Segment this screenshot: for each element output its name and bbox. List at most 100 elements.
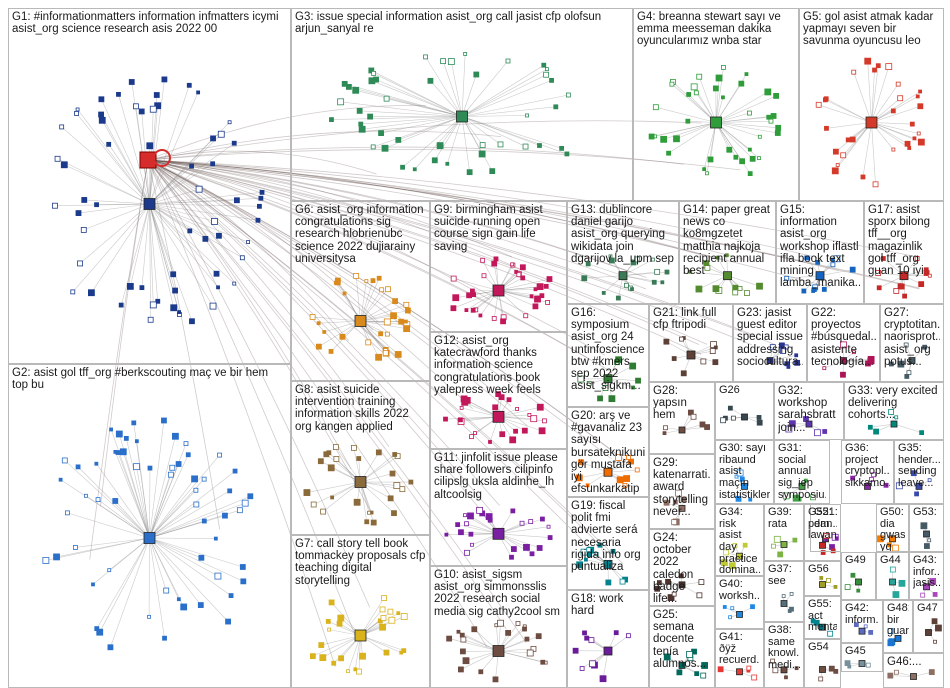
- graph-node: [852, 350, 856, 355]
- group-panel-g41: G41: ðÿž recuerd...: [715, 629, 764, 688]
- group-edge: [360, 278, 380, 322]
- graph-node: [823, 96, 829, 102]
- graph-node: [499, 431, 506, 438]
- graph-node: [584, 557, 588, 562]
- graph-node: [259, 189, 265, 195]
- group-edge: [890, 675, 914, 677]
- graph-node: [539, 293, 545, 299]
- group-panel-g15: G15: information asist_org workshop ifla…: [776, 201, 864, 304]
- graph-node: [309, 653, 316, 660]
- graph-node: [423, 54, 428, 60]
- group-edge: [715, 95, 777, 123]
- group-panel-g32: G32: workshop sarahsbratt join...: [774, 382, 844, 440]
- group-edge: [360, 635, 402, 653]
- graph-node: [383, 318, 391, 326]
- graph-node: [382, 350, 389, 357]
- graph-node: [333, 280, 338, 285]
- group-edge: [710, 122, 717, 160]
- graph-node: [615, 356, 623, 364]
- graph-node: [703, 260, 710, 267]
- group-edge: [769, 360, 798, 364]
- group-label: G18: work hard: [571, 593, 624, 618]
- graph-node: [786, 365, 791, 369]
- graph-node: [540, 659, 546, 665]
- graph-node: [527, 413, 532, 417]
- graph-node: [497, 141, 504, 148]
- hub-node: [889, 578, 896, 586]
- group-label: G12: asist_org katecrawford thanks infor…: [434, 335, 541, 396]
- group-nodes-g26: [720, 405, 763, 426]
- group-edge: [312, 635, 361, 657]
- graph-node: [522, 626, 527, 632]
- graph-node: [828, 665, 835, 672]
- graph-node: [479, 142, 486, 149]
- graph-node: [427, 77, 434, 84]
- graph-node: [378, 331, 384, 337]
- graph-node: [381, 144, 389, 152]
- graph-node: [650, 257, 655, 262]
- group-panel-g25: G25: semana docente tenía alumnos...: [649, 606, 715, 688]
- group-panel-g26: G26: [715, 382, 774, 440]
- group-edge: [373, 73, 463, 117]
- graph-node: [528, 519, 534, 524]
- hub-node: [923, 530, 930, 538]
- hub-node: [819, 666, 826, 673]
- group-edge: [871, 70, 875, 123]
- graph-node: [773, 93, 780, 99]
- graph-node: [893, 288, 900, 294]
- graph-node: [232, 468, 238, 474]
- graph-node: [713, 345, 718, 350]
- graph-node: [338, 655, 345, 662]
- group-nodes-g25: [663, 648, 709, 679]
- graph-node: [724, 253, 729, 258]
- graph-node: [356, 456, 362, 461]
- group-edge: [360, 320, 402, 322]
- inter-group-edge: [147, 130, 502, 161]
- group-nodes-g20: [575, 454, 640, 488]
- graph-node: [492, 404, 499, 411]
- graph-node: [359, 652, 366, 660]
- group-edge: [862, 122, 872, 178]
- graph-node: [394, 351, 402, 358]
- group-edge: [312, 316, 361, 322]
- graph-node: [822, 366, 827, 371]
- graph-node: [149, 105, 157, 113]
- graph-node: [154, 102, 162, 110]
- graph-node: [53, 553, 60, 561]
- graph-node: [840, 371, 846, 378]
- group-edge: [306, 481, 361, 493]
- graph-node: [584, 635, 590, 641]
- graph-node: [693, 90, 699, 96]
- group-edge: [853, 72, 872, 123]
- graph-node: [247, 493, 254, 500]
- inter-group-edge: [147, 159, 817, 258]
- group-nodes-g38: [770, 658, 799, 680]
- graph-node: [608, 395, 616, 403]
- group-edge: [149, 515, 226, 539]
- group-edge: [681, 424, 703, 431]
- group-edge: [77, 109, 150, 205]
- graph-node: [228, 593, 234, 598]
- group-edge: [871, 83, 899, 123]
- group-nodes-g18: [572, 630, 631, 683]
- group-edge: [84, 199, 150, 205]
- group-panel-g6: G6: asist_org information congratulation…: [291, 201, 430, 381]
- group-panel-g1: G1: #informationmatters information infm…: [8, 8, 291, 364]
- group-nodes-g36: [850, 472, 889, 490]
- group-edge: [727, 275, 760, 287]
- group-panel-g22: G22: proyectos #búsquedal... asistente t…: [807, 304, 880, 382]
- group-edge: [384, 116, 463, 149]
- graph-node: [358, 121, 364, 127]
- group-edge: [331, 116, 463, 120]
- graph-node: [134, 439, 139, 444]
- inter-group-edge: [147, 159, 336, 667]
- graph-node: [193, 501, 200, 508]
- graph-node: [792, 537, 798, 543]
- graph-node: [565, 92, 571, 98]
- group-edge: [149, 537, 232, 596]
- graph-node: [232, 281, 237, 286]
- group-panel-g29: G29: katenarrati... award storytelling n…: [649, 454, 715, 529]
- group-edge: [461, 116, 540, 146]
- graph-node: [732, 543, 738, 548]
- group-nodes-g19: [576, 542, 629, 586]
